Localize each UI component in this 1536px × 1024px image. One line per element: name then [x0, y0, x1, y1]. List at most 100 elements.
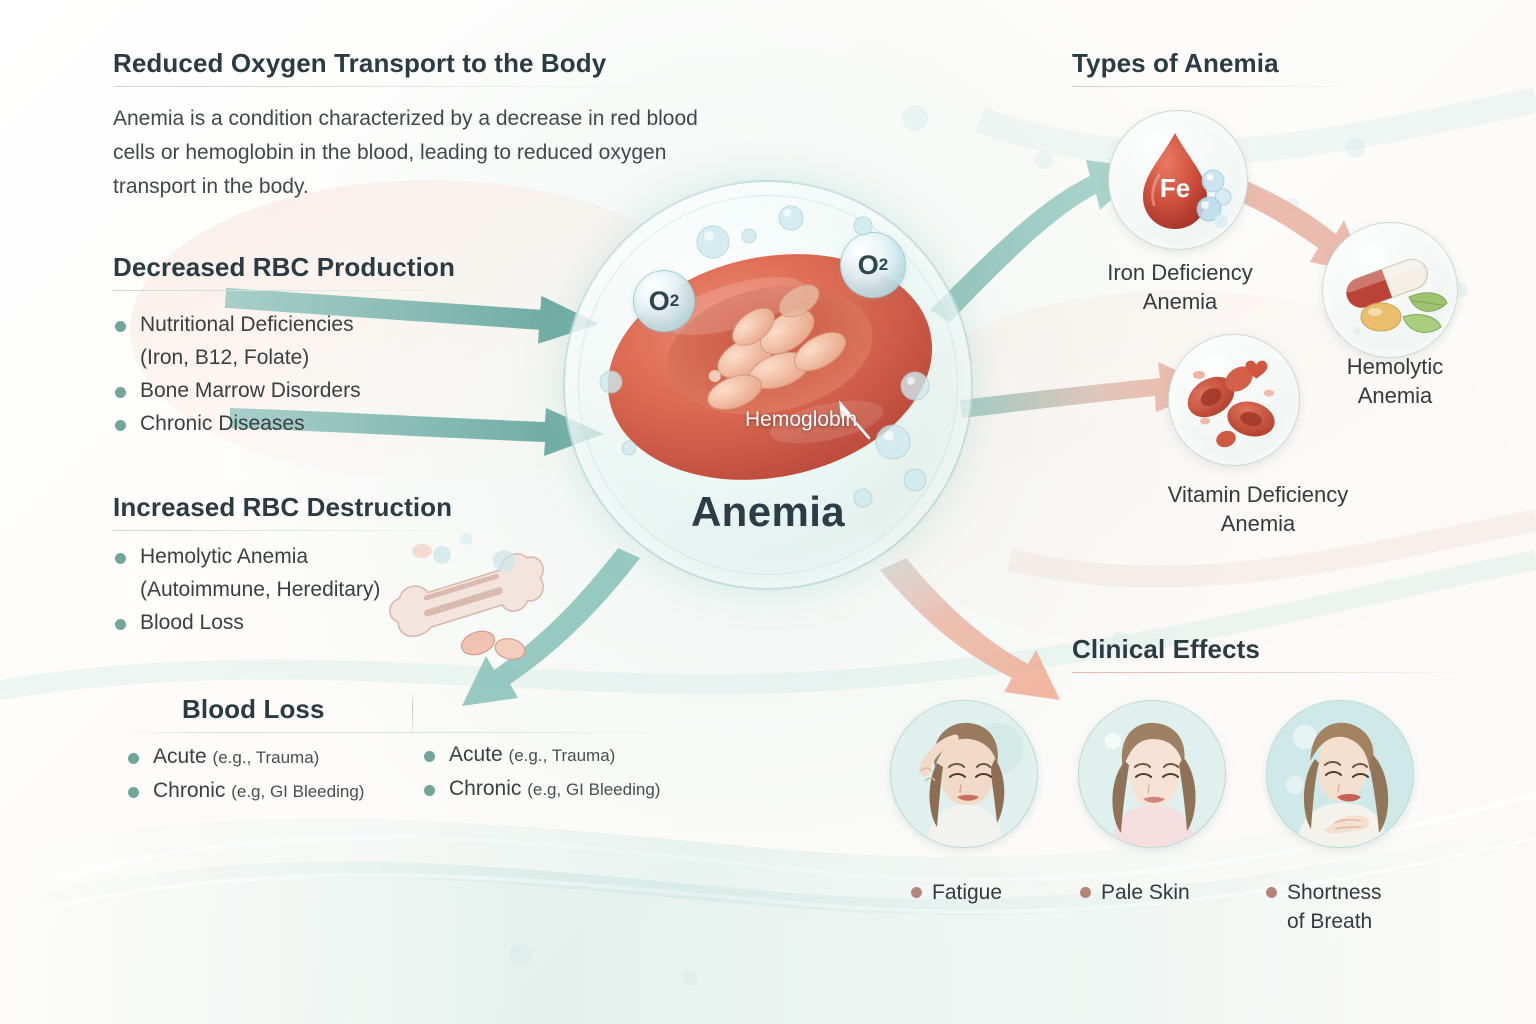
o2-label: O [648, 285, 670, 316]
iron-deficiency-icon-circle: Fe [1108, 110, 1248, 250]
list-item-sublabel: (Iron, B12, Folate) [140, 346, 310, 369]
iron-deficiency-caption: Iron Deficiency Anemia [1045, 258, 1315, 316]
list-item: Nutritional Deficiencies [113, 308, 533, 341]
bullet-dot-icon [128, 787, 139, 798]
blood-loss-divider [412, 692, 413, 738]
woman-pale-icon [1079, 701, 1225, 847]
pale-skin-icon-circle [1078, 700, 1226, 848]
clinical-rule [1072, 672, 1472, 673]
effect-label-fatigue: Fatigue [932, 878, 1092, 907]
arrow-center-to-clinical [880, 558, 1060, 700]
bullet-dot-icon [115, 553, 126, 564]
bullet-dot-icon [424, 785, 435, 796]
bullet-dot-icon [115, 420, 126, 431]
types-title: Types of Anemia [1072, 48, 1279, 78]
o2-subscript: 2 [878, 255, 889, 274]
effect-bullet-dot-icon [911, 887, 922, 898]
types-heading-block: Types of Anemia [1072, 48, 1472, 87]
red-blood-cells-icon [1187, 360, 1275, 448]
list-item: Bone Marrow Disorders [113, 374, 533, 407]
bullet-dot-icon [424, 751, 435, 762]
o2-subscript: 2 [669, 291, 680, 310]
effect-line-1: Fatigue [932, 881, 1003, 904]
intro-title: Reduced Oxygen Transport to the Body [113, 48, 607, 78]
list-item: Chronic Diseases [113, 407, 533, 440]
intro-rule [113, 86, 658, 87]
caption-line-1: Iron Deficiency [1107, 260, 1253, 285]
list-item: Acute (e.g., Trauma) [126, 740, 446, 774]
caption-line-2: Anemia [1220, 511, 1296, 536]
effect-bullet-dot-icon [1266, 887, 1277, 898]
production-heading-block: Decreased RBC Production [113, 252, 513, 291]
effect-line-1: Pale Skin [1101, 881, 1190, 904]
effect-line-1: Shortness [1287, 881, 1382, 904]
caption-line-2: Anemia [1357, 383, 1433, 408]
anemia-center-label: Anemia [690, 488, 846, 535]
list-item: Chronic (e.g, GI Bleeding) [126, 774, 446, 808]
pills-icon [1343, 256, 1448, 335]
woman-headache-icon [891, 701, 1037, 847]
bullet-dot-icon [115, 321, 126, 332]
list-item-label: Chronic Diseases [140, 412, 305, 435]
blood-loss-title: Blood Loss [182, 694, 325, 724]
list-item-label: Chronic [153, 779, 232, 802]
blood-loss-rule [118, 732, 688, 733]
effect-label-shortness-of-breath: Shortness of Breath [1287, 878, 1477, 936]
list-item-note: (e.g., Trauma) [508, 746, 616, 765]
vitamin-deficiency-icon-circle [1168, 334, 1300, 466]
svg-text:Fe: Fe [1160, 173, 1190, 203]
bone-marrow-icon [388, 533, 544, 660]
list-item: Acute (e.g., Trauma) [422, 738, 762, 772]
intro-heading-block: Reduced Oxygen Transport to the Body [113, 48, 673, 87]
blood-loss-heading-block: Blood Loss [118, 694, 742, 733]
production-title: Decreased RBC Production [113, 252, 455, 282]
production-list: Nutritional Deficiencies (Iron, B12, Fol… [113, 308, 533, 440]
list-item-label: Chronic [449, 777, 528, 800]
list-item-note: (e.g., Trauma) [212, 748, 320, 767]
shortness-of-breath-icon-circle [1266, 700, 1414, 848]
list-item-label: Acute [449, 743, 509, 766]
effect-bullet-dot-icon [1080, 887, 1091, 898]
bullet-dot-icon [128, 753, 139, 764]
fatigue-icon-circle [890, 700, 1038, 848]
iron-drop-icon: Fe [1143, 133, 1232, 229]
hemolytic-icon-circle [1322, 222, 1458, 358]
destruction-list: Hemolytic Anemia (Autoimmune, Hereditary… [113, 540, 533, 639]
list-item-label: Bone Marrow Disorders [140, 379, 361, 402]
destruction-title: Increased RBC Destruction [113, 492, 453, 522]
caption-line-2: Anemia [1142, 289, 1218, 314]
effect-line-2: of Breath [1287, 910, 1373, 933]
production-rule [113, 290, 463, 291]
list-item-label: Blood Loss [140, 611, 244, 634]
bullet-dot-icon [115, 387, 126, 398]
blood-loss-list-right: Acute (e.g., Trauma) Chronic (e.g, GI Bl… [422, 738, 762, 806]
hemoglobin-label: Hemoglobin [745, 408, 858, 431]
list-item-sub: (Iron, B12, Folate) [113, 341, 533, 374]
destruction-rule [113, 530, 465, 531]
o2-label: O [857, 249, 879, 280]
woman-breathless-icon [1267, 701, 1413, 847]
list-item: Chronic (e.g, GI Bleeding) [422, 772, 762, 806]
hemolytic-caption: Hemolytic Anemia [1280, 352, 1510, 410]
list-item-label: Nutritional Deficiencies [140, 313, 354, 336]
list-item-note: (e.g, GI Bleeding) [527, 780, 661, 799]
list-item-label: Hemolytic Anemia [140, 545, 309, 568]
clinical-title: Clinical Effects [1072, 634, 1260, 664]
blood-loss-list-left: Acute (e.g., Trauma) Chronic (e.g, GI Bl… [126, 740, 446, 808]
list-item-sublabel: (Autoimmune, Hereditary) [140, 578, 381, 601]
list-item: Blood Loss [113, 606, 533, 639]
bullet-dot-icon [115, 619, 126, 630]
intro-paragraph: Anemia is a condition characterized by a… [113, 107, 698, 198]
destruction-heading-block: Increased RBC Destruction [113, 492, 513, 531]
caption-line-1: Vitamin Deficiency [1167, 482, 1349, 507]
list-item-note: (e.g, GI Bleeding) [231, 782, 365, 801]
types-rule [1072, 86, 1362, 87]
list-item: Hemolytic Anemia [113, 540, 533, 573]
caption-line-1: Hemolytic [1346, 354, 1444, 379]
list-item-label: Acute [153, 745, 213, 768]
list-item-sub: (Autoimmune, Hereditary) [113, 573, 533, 606]
clinical-heading-block: Clinical Effects [1072, 634, 1492, 673]
